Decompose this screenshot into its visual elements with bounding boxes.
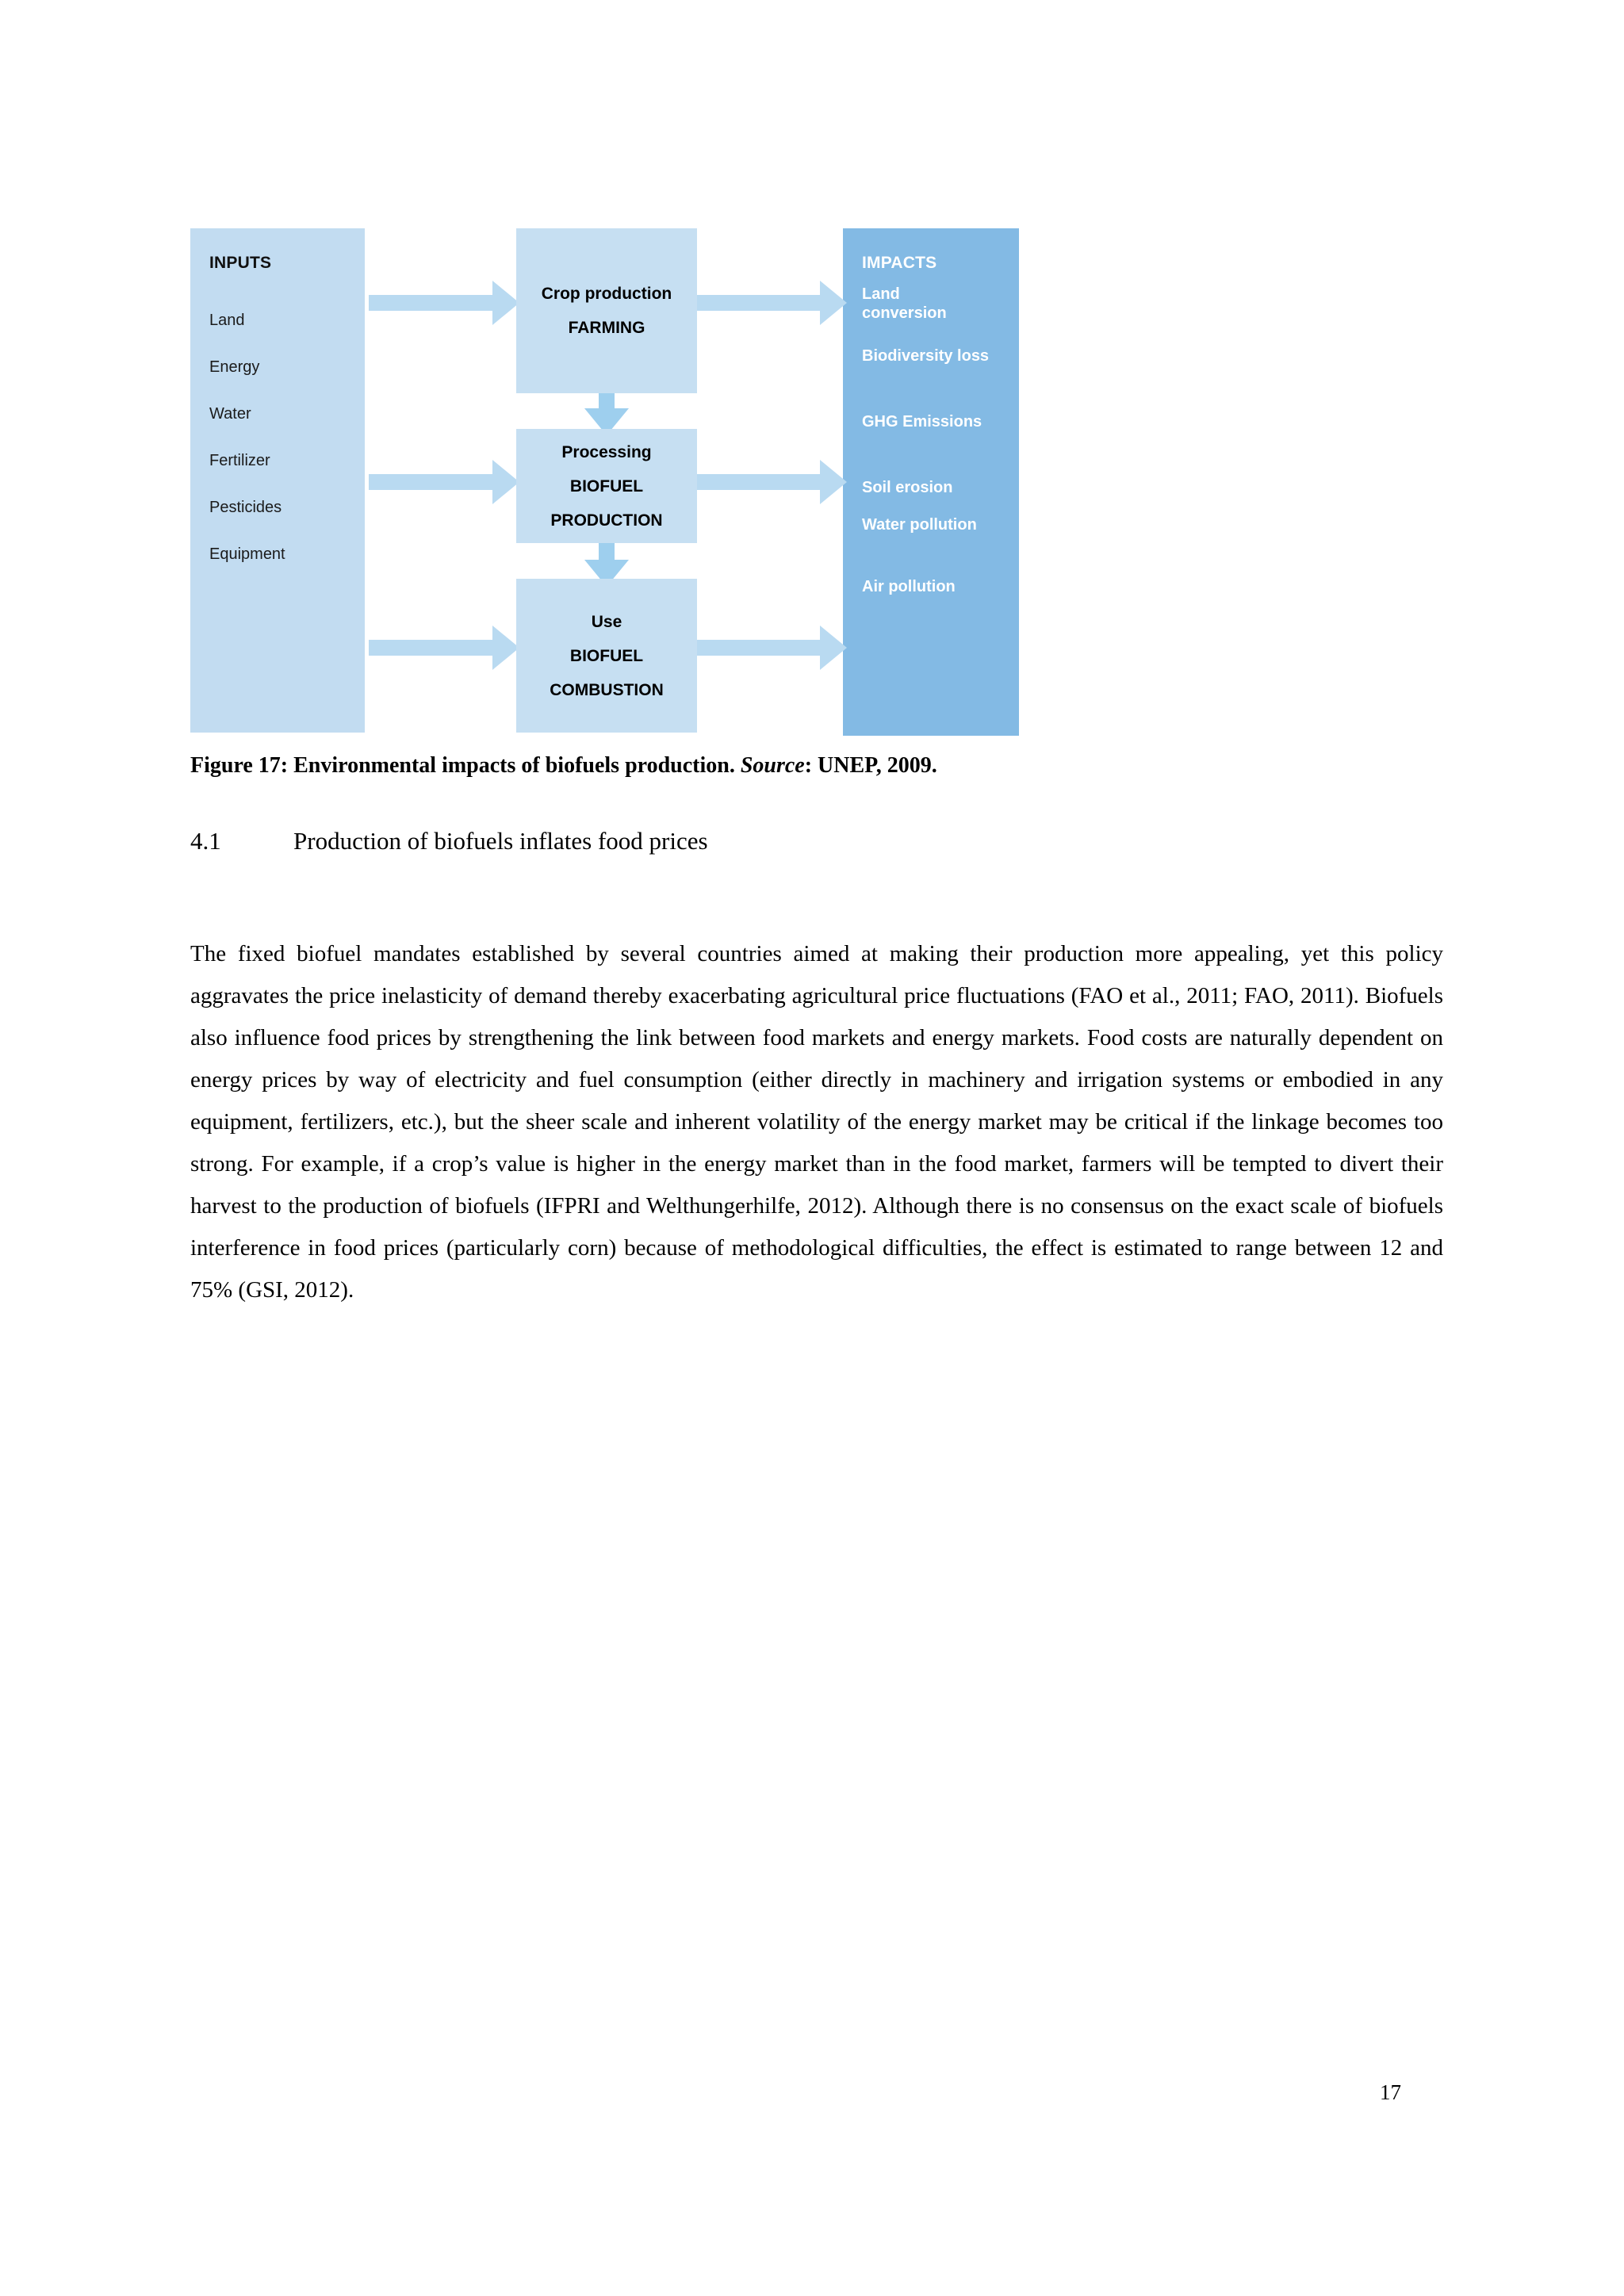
arrow-farming-to-impacts [695, 281, 847, 325]
figure-biofuel-impacts-diagram: INPUTS Land Energy Water Fertilizer Pest… [190, 224, 1040, 737]
figure-caption-source-value: : UNEP, 2009. [804, 753, 937, 778]
section-heading-number: 4.1 [190, 827, 221, 855]
arrow-use-to-impacts [695, 626, 847, 670]
inputs-item-energy: Energy [209, 358, 260, 376]
process-box-farming-line-2: FARMING [568, 319, 645, 337]
arrow-inputs-to-production [369, 460, 519, 504]
figure-caption-text: Figure 17: Environmental impacts of biof… [190, 753, 741, 778]
impacts-item-land-conversion: Land conversion [862, 285, 947, 322]
process-box-use-line-2: BIOFUEL [569, 646, 644, 665]
process-box-biofuel-production: Processing BIOFUEL PRODUCTION [516, 429, 697, 543]
process-box-production-line-3: PRODUCTION [550, 511, 663, 530]
section-heading-title: Production of biofuels inflates food pri… [293, 827, 708, 855]
impacts-panel [843, 228, 1019, 736]
process-box-production-line-2: BIOFUEL [569, 476, 644, 496]
inputs-item-land: Land [209, 312, 245, 329]
process-box-farming-line-1: Crop production [541, 285, 672, 303]
process-box-farming: Crop production FARMING [516, 228, 697, 393]
impacts-item-biodiversity-loss: Biodiversity loss [862, 347, 990, 365]
process-box-use-line-1: Use [591, 612, 622, 631]
body-paragraph: The fixed biofuel mandates established b… [190, 941, 1443, 1303]
figure-caption-source-label: Source [740, 753, 805, 778]
process-box-production-line-1: Processing [561, 442, 652, 461]
impacts-item-air-pollution: Air pollution [862, 578, 956, 595]
page-number: 17 [1380, 2080, 1401, 2104]
inputs-item-pesticides: Pesticides [209, 499, 282, 516]
inputs-item-fertilizer: Fertilizer [209, 452, 270, 469]
process-box-use-line-3: COMBUSTION [550, 680, 664, 699]
arrow-farming-to-production [584, 386, 629, 435]
inputs-item-equipment: Equipment [209, 545, 285, 563]
inputs-item-water: Water [209, 405, 251, 423]
arrow-inputs-to-farming [369, 281, 519, 325]
impacts-item-ghg-emissions: GHG Emissions [862, 413, 982, 430]
impacts-item-water-pollution: Water pollution [862, 516, 977, 534]
process-box-biofuel-combustion: Use BIOFUEL COMBUSTION [516, 579, 697, 733]
figure-caption: Figure 17: Environmental impacts of biof… [190, 752, 1443, 780]
impacts-panel-title: IMPACTS [862, 254, 937, 272]
inputs-panel-title: INPUTS [209, 254, 272, 272]
arrow-inputs-to-use [369, 626, 519, 670]
section-heading: 4.1 Production of biofuels inflates food … [190, 827, 1443, 855]
inputs-panel [190, 228, 365, 733]
impacts-item-soil-erosion: Soil erosion [862, 479, 953, 496]
arrow-production-to-impacts [695, 460, 847, 504]
